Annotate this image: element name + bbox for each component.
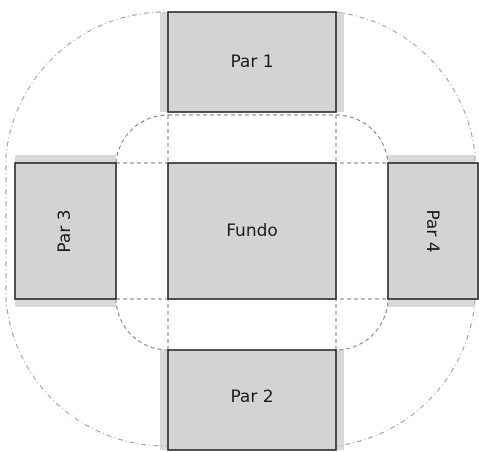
label-bottom: Par 2 bbox=[230, 387, 273, 407]
panel-center bbox=[167, 162, 337, 300]
label-top: Par 1 bbox=[230, 52, 273, 72]
panel-top bbox=[167, 11, 337, 113]
panel-left bbox=[14, 162, 117, 300]
label-right: Par 4 bbox=[422, 209, 442, 252]
shade-right-top bbox=[388, 155, 475, 163]
shade-top-left bbox=[160, 12, 168, 112]
panel-bottom bbox=[167, 349, 337, 451]
label-left: Par 3 bbox=[55, 209, 75, 252]
shade-left-bottom bbox=[15, 299, 116, 307]
shade-left-top bbox=[15, 155, 116, 163]
shade-bottom-left bbox=[160, 350, 168, 450]
panel-right bbox=[387, 162, 479, 300]
label-center: Fundo bbox=[226, 221, 278, 241]
shade-right-bottom bbox=[388, 299, 475, 307]
shade-top-right bbox=[336, 12, 344, 112]
shade-bottom-right bbox=[336, 350, 344, 450]
